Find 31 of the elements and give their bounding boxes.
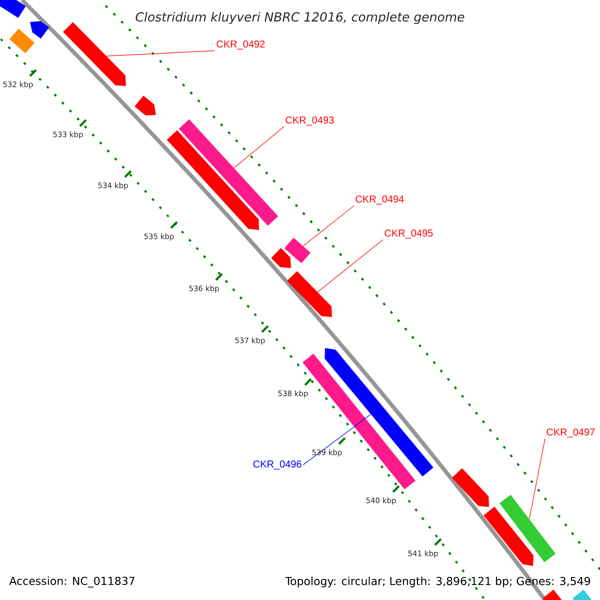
title: Clostridium kluyveri NBRC 12016, complete genome [136, 12, 464, 24]
gene-label: CKR_0493 [286, 116, 334, 126]
gene-label: CKR_0495 [384, 230, 433, 238]
gene-feature [271, 248, 291, 268]
gene-feature [178, 119, 278, 226]
gene-feature [452, 468, 489, 507]
gene-feature [542, 590, 562, 600]
leader-line [234, 126, 284, 168]
gene-feature [284, 238, 311, 264]
leader-line [529, 438, 546, 520]
gene-feature [30, 21, 50, 39]
leader-line [106, 50, 216, 56]
leader-line [317, 239, 384, 292]
leader-line [302, 414, 372, 466]
gene-label: CKR_0492 [216, 40, 265, 50]
gene-feature [324, 348, 434, 476]
gene-label: CKR_0494 [356, 196, 404, 204]
gene-feature [134, 96, 156, 116]
footer-text: Topology: circular; Length: 3,896,121 bp; Genes: 3,549 [285, 576, 590, 588]
gene-feature [287, 271, 332, 317]
gene-feature [572, 590, 592, 600]
gene-feature [0, 0, 26, 18]
gene-label: CKR_0497 [546, 428, 595, 438]
footer-text: Accession: NC_011837 [9, 576, 134, 588]
gene-feature [63, 22, 126, 86]
gene-feature [484, 506, 534, 566]
leader-line [302, 205, 354, 246]
gene-feature [499, 494, 556, 562]
gene-feature [166, 130, 259, 230]
gene-label: CKR_0496 [253, 460, 302, 470]
gene-feature [9, 28, 35, 54]
